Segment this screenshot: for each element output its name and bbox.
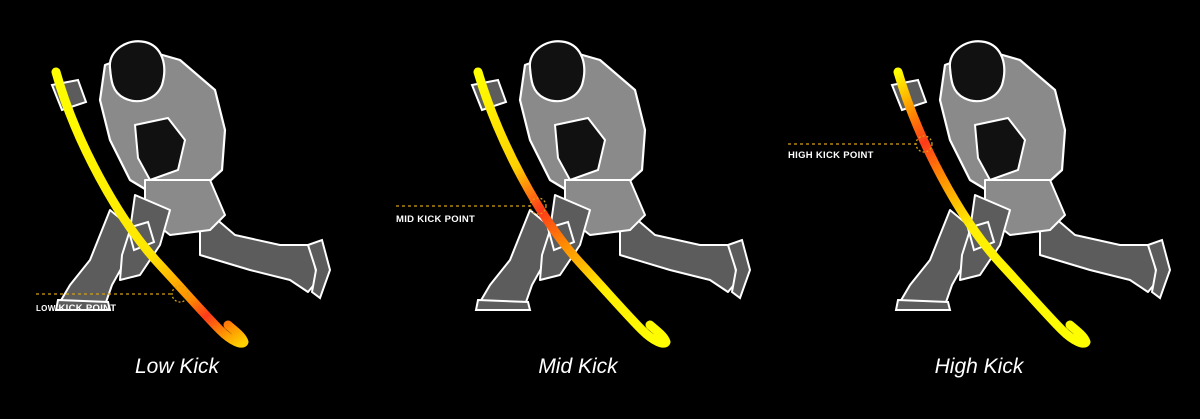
caption-high-kick: High Kick xyxy=(934,355,1024,378)
kick-label-main: HIGH KICK POINT xyxy=(788,150,874,161)
hockey-stick xyxy=(51,67,249,348)
caption-low-kick: Low Kick xyxy=(134,355,220,378)
low-kick-point-label: LOW KICK POINT xyxy=(36,303,116,314)
kick-point-marker xyxy=(529,197,547,215)
panel-mid-kick xyxy=(396,40,752,348)
kick-label-prefix: LOW xyxy=(36,304,56,313)
player-silhouette xyxy=(890,40,1172,312)
kick-point-marker xyxy=(915,135,933,153)
panel-high-kick xyxy=(788,40,1172,348)
kick-label-main: MID KICK POINT xyxy=(396,214,476,225)
panel-low-kick xyxy=(36,40,332,348)
hockey-stick xyxy=(893,67,1091,348)
hockey-stick xyxy=(473,67,671,348)
high-kick-point-label: HIGH KICK POINT xyxy=(788,150,874,161)
mid-kick-point-label: MID KICK POINT xyxy=(396,214,475,225)
player-silhouette xyxy=(470,40,752,312)
kick-point-marker xyxy=(171,285,189,303)
caption-mid-kick: Mid Kick xyxy=(538,355,618,378)
kick-label-main: KICK POINT xyxy=(58,303,117,314)
